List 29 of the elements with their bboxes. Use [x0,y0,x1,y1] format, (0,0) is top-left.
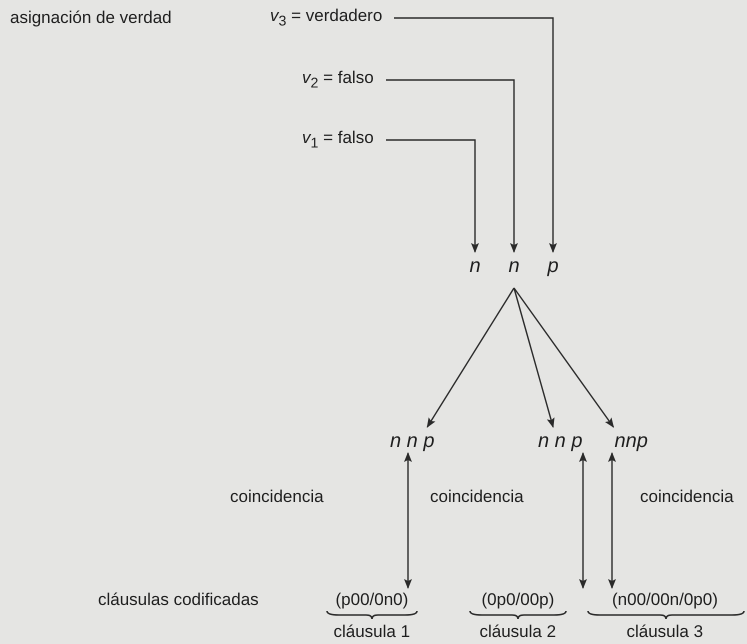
match-label: coincidencia [640,487,734,507]
encoded-clause: (0p0/00p) [482,590,554,610]
literal-symbol: p [548,256,559,276]
match-label: coincidencia [430,487,524,507]
diagram-heading: asignación de verdad [10,8,172,28]
literal-sequence: n n p [538,431,582,451]
match-label: coincidencia [230,487,324,507]
arrow [426,288,515,428]
literal-sequence: n n p [390,431,434,451]
assignment-label: v$_{3}$ = verdadero [270,6,382,31]
assignment-label: v$_{1}$ = falso [302,128,374,153]
arrow [386,139,479,253]
arrow [579,452,587,589]
literal-sequence: nnp [614,431,648,451]
arrow [386,79,518,253]
clause-label: cláusula 1 [334,622,410,642]
encoded-clause: (p00/0n0) [336,590,408,610]
encoded-clause: (n00/00n/0p0) [612,590,718,610]
literal-symbol: n [470,256,481,276]
arrow [513,288,555,428]
arrow [394,17,557,253]
arrow [513,288,614,428]
clause-label: cláusula 2 [480,622,556,642]
arrow [608,452,616,589]
literal-symbol: n [508,256,520,276]
arrow [404,452,412,589]
assignment-label: v$_{2}$ = falso [302,68,374,93]
clause-label: cláusula 3 [626,622,704,642]
row-label: cláusulas codificadas [98,590,259,610]
